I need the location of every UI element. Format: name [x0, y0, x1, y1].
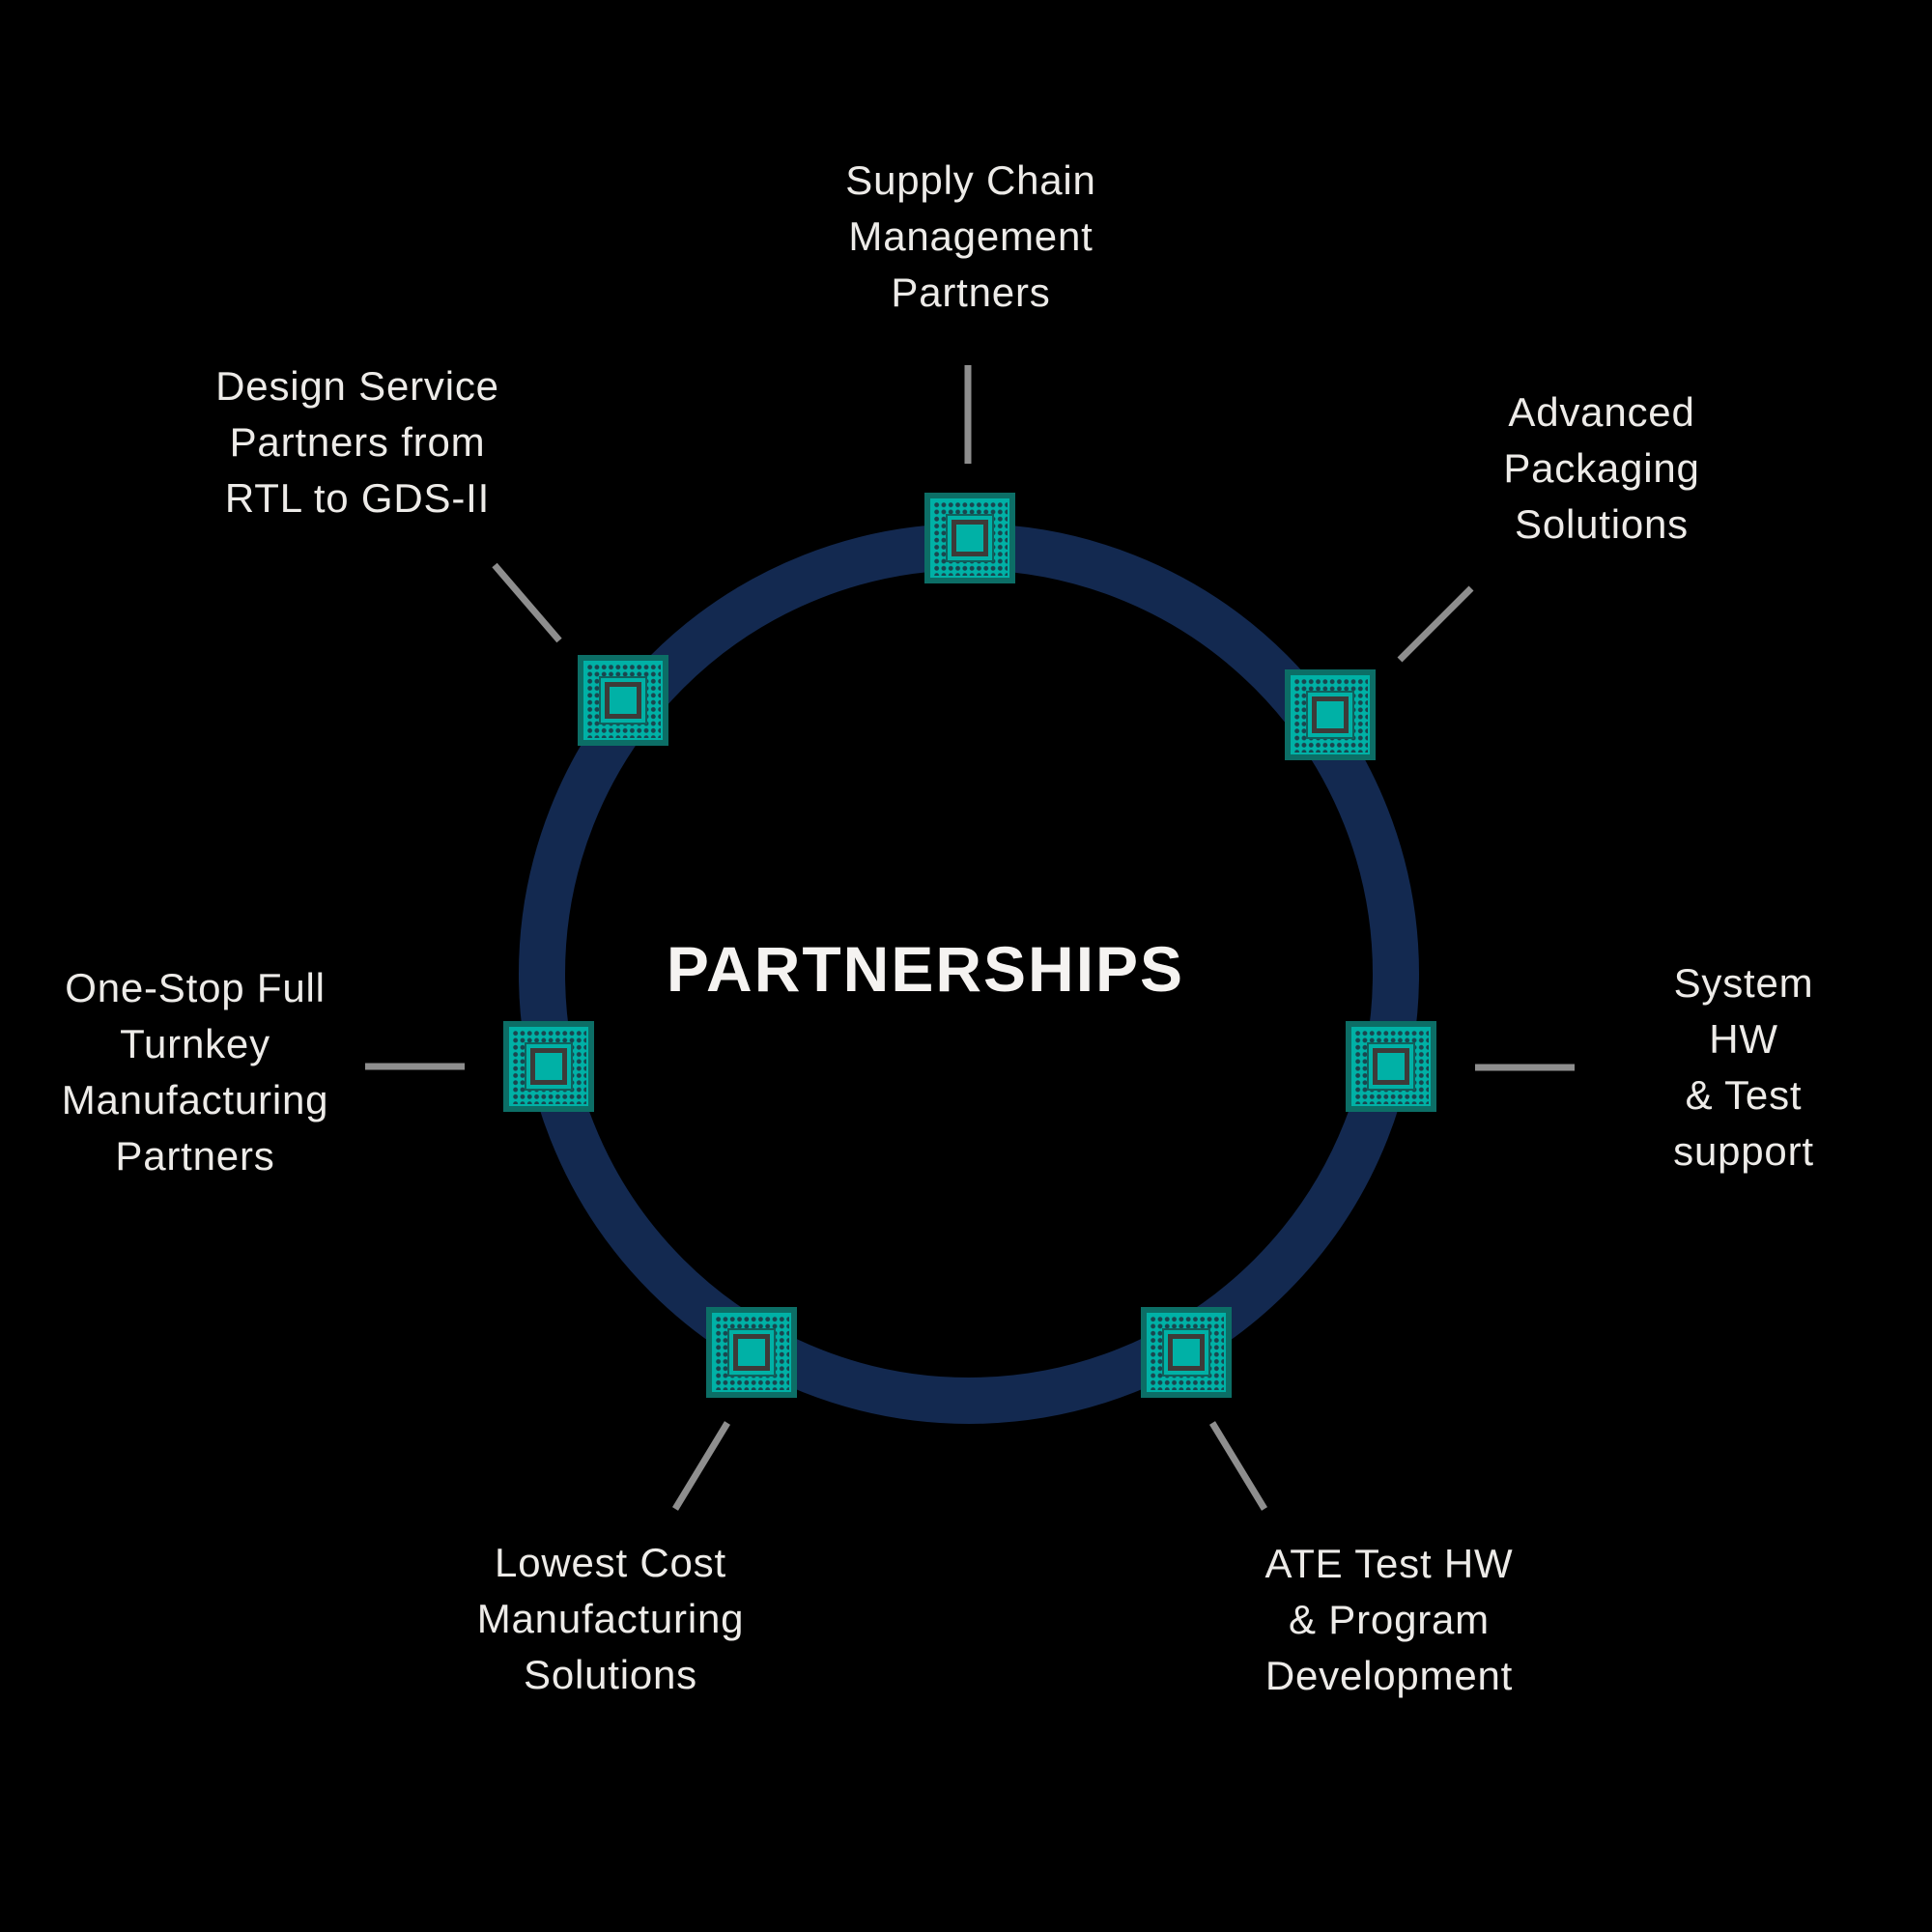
chip-core-ring	[727, 1328, 776, 1377]
chip-core-ring	[599, 676, 647, 724]
chip-core	[1168, 1334, 1205, 1371]
chip-core-ring	[1306, 691, 1354, 739]
chip-core-ring	[1367, 1042, 1415, 1091]
connector-line-advanced-packaging	[1397, 585, 1474, 663]
chip-icon	[1346, 1021, 1436, 1112]
chip-icon	[706, 1307, 797, 1398]
chip-core	[1312, 696, 1349, 733]
diagram-title: PARTNERSHIPS	[666, 933, 1185, 1005]
chip-core	[530, 1048, 567, 1085]
connector-line-lowest-cost	[672, 1421, 730, 1511]
node-label-one-stop: One-Stop Full Turnkey Manufacturing Part…	[61, 965, 329, 1179]
node-label-ate-test: ATE Test HW & Program Development	[1264, 1541, 1514, 1698]
node-label-supply-chain: Supply Chain Management Partners	[845, 157, 1096, 315]
connector-line-design-service	[492, 562, 562, 643]
chip-icon	[924, 493, 1015, 583]
chip-icon	[503, 1021, 594, 1112]
chip-core-ring	[525, 1042, 573, 1091]
chip-icon	[1285, 669, 1376, 760]
node-label-advanced-packaging: Advanced Packaging Solutions	[1503, 389, 1700, 547]
node-label-system-hw: System HW & Test support	[1673, 960, 1814, 1174]
chip-core-ring	[946, 514, 994, 562]
connector-line-ate-test	[1209, 1421, 1267, 1511]
chip-core	[733, 1334, 770, 1371]
chip-icon	[578, 655, 668, 746]
node-label-design-service: Design Service Partners from RTL to GDS-…	[215, 363, 499, 521]
chip-core-ring	[1162, 1328, 1210, 1377]
chip-core	[952, 520, 988, 556]
node-label-lowest-cost: Lowest Cost Manufacturing Solutions	[476, 1540, 745, 1697]
chip-core	[1373, 1048, 1409, 1085]
chip-icon	[1141, 1307, 1232, 1398]
chip-core	[605, 682, 641, 719]
